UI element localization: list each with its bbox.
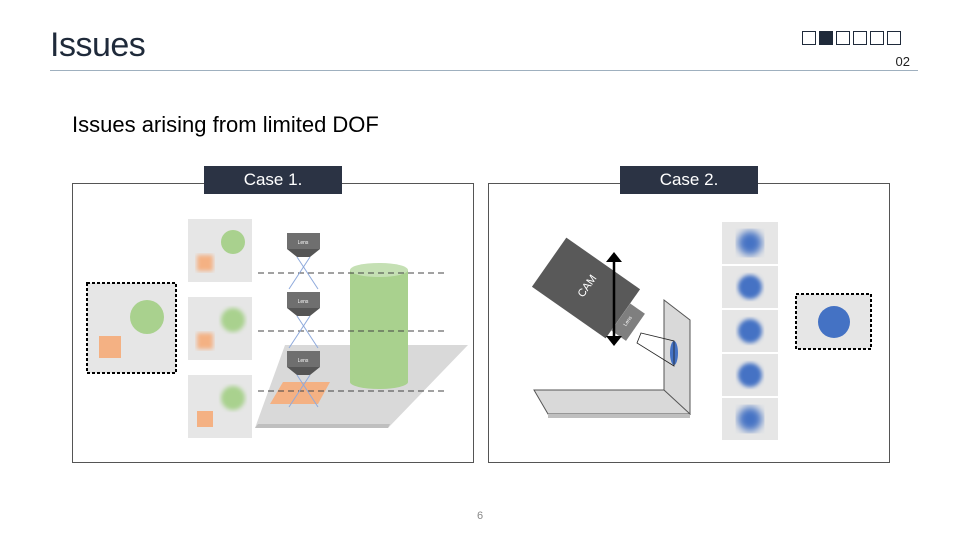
page-title: Issues	[50, 26, 146, 64]
progress-square	[802, 31, 816, 45]
progress-square	[870, 31, 884, 45]
progress-square-active	[819, 31, 833, 45]
lens-top-label: Lens	[298, 240, 309, 246]
camera-lens-label: Lens	[623, 315, 634, 328]
title-rule	[50, 70, 918, 71]
progress-square	[853, 31, 867, 45]
case2-result-image	[795, 293, 872, 350]
lens-middle	[287, 292, 320, 349]
section-number: 02	[895, 54, 910, 69]
case1-cylinder	[350, 263, 408, 389]
case1-tag: Case 1.	[204, 166, 342, 194]
progress-square	[887, 31, 901, 45]
case1-capture-top	[188, 219, 252, 282]
focus-travel-arrow	[606, 252, 622, 346]
case2-focal-stack	[722, 222, 778, 440]
focal-planes	[258, 272, 448, 392]
lens-top	[287, 233, 320, 290]
page-number: 6	[476, 510, 484, 522]
section-progress	[802, 31, 901, 45]
case1-capture-bottom	[188, 375, 252, 438]
camera-lens	[611, 303, 645, 341]
case1-capture-middle	[188, 297, 252, 360]
lens-bottom-label: Lens	[298, 358, 309, 364]
bracket-base	[533, 389, 691, 415]
case1-result-image	[86, 282, 177, 374]
case2-tag: Case 2.	[620, 166, 758, 194]
slide-subtitle: Issues arising from limited DOF	[72, 112, 379, 137]
case1-flat-object	[270, 382, 330, 404]
progress-square	[836, 31, 850, 45]
lens-middle-label: Lens	[298, 299, 309, 305]
lens-bottom	[287, 351, 320, 408]
